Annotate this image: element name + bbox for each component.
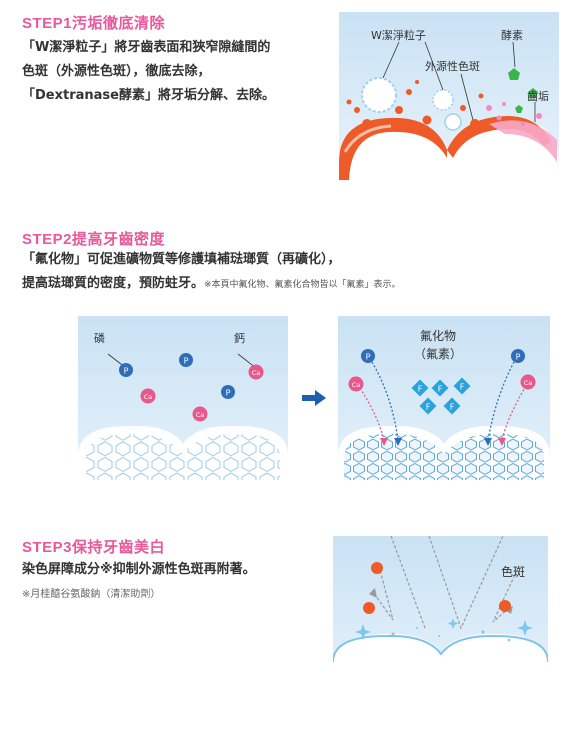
step2-line-1: 「氟化物」可促進礦物質等修護填補琺瑯質（再礦化）， (22, 252, 341, 267)
f-symbol-3: F (460, 383, 465, 392)
step1-illustration: W潔淨粒子 酵素 外源性色斑 齒垢 (339, 12, 559, 180)
p-symbol-5: P (516, 353, 521, 362)
ca-symbol-4: Ca (352, 381, 361, 389)
f-symbol-1: F (418, 385, 423, 394)
step1-description: 「W潔淨粒子」將牙齒表面和狹窄隙縫間的 色斑（外源性色斑），徹底去除， 「Dex… (22, 36, 275, 108)
step1-line-1: 「W潔淨粒子」將牙齒表面和狹窄隙縫間的 (22, 40, 271, 55)
step1-line-3: 「Dextranase酵素」將牙垢分解、去除。 (22, 88, 275, 103)
step2-title: STEP2提高牙齒密度 (22, 231, 166, 248)
step2-line-2: 提高琺瑯質的密度，預防蛀牙。※本頁中氟化物、氟素化合物皆以「氟素」表示。 (22, 272, 401, 297)
calcium-label: 鈣 (234, 331, 245, 345)
ion-icon-group: P P Ca Ca (348, 349, 536, 392)
enzyme-label: 酵素 (501, 29, 523, 42)
phosphorus-ion-icon: P P P (119, 353, 235, 399)
cleaning-particle-icon (361, 77, 462, 131)
step2-line-2-main: 提高琺瑯質的密度，預防蛀牙。 (22, 276, 205, 291)
sparkle-icon (355, 618, 533, 642)
fluoride-label: 氟化物 (420, 329, 456, 343)
ca-symbol-2: Ca (144, 393, 153, 401)
stain-label: 外源性色斑 (425, 59, 480, 73)
p-symbol-4: P (366, 353, 371, 362)
enzyme-icon (508, 68, 538, 113)
step1-line-2: 色斑（外源性色斑），徹底去除， (22, 64, 211, 79)
step2-description: 「氟化物」可促進礦物質等修護填補琺瑯質（再礦化）， 提高琺瑯質的密度，預防蛀牙。… (22, 248, 401, 297)
stain-label-step3: 色斑 (501, 565, 525, 579)
ca-symbol-5: Ca (524, 379, 533, 387)
step2-left-illustration: 磷 鈣 P P P Ca Ca Ca (78, 316, 288, 480)
stain-particle-icon (363, 562, 511, 614)
step3-title: STEP3保持牙齒美白 (22, 539, 166, 556)
step2-fluoride-note: ※本頁中氟化物、氟素化合物皆以「氟素」表示。 (204, 280, 401, 290)
step3-illustration: 色斑 (333, 536, 548, 700)
step2-right-illustration: 氟化物 （氟素） P P Ca Ca F F F F F (338, 316, 550, 480)
step1-title: STEP1汚垢徹底清除 (22, 15, 166, 32)
f-symbol-2: F (438, 385, 443, 394)
phosphorus-label: 磷 (94, 332, 105, 345)
ca-symbol-3: Ca (196, 411, 205, 419)
particle-label: W潔淨粒子 (371, 28, 426, 42)
calcium-ion-icon: Ca Ca Ca (140, 364, 264, 422)
f-symbol-5: F (450, 403, 455, 412)
ca-symbol-1: Ca (252, 369, 261, 377)
step3-description: 染色屏障成分※抑制外源性色斑再附著。 (22, 558, 256, 582)
fluoride-sub-label: （氟素） (414, 347, 462, 361)
p-symbol-1: P (124, 367, 129, 376)
step3-line-1: 染色屏障成分※抑制外源性色斑再附著。 (22, 562, 256, 577)
step3-note: ※月桂醯谷氨酸鈉（清潔助劑） (22, 589, 161, 600)
f-symbol-4: F (426, 403, 431, 412)
plaque-label: 齒垢 (527, 90, 549, 103)
step2-arrow-icon (302, 390, 326, 406)
p-symbol-2: P (184, 357, 189, 366)
p-symbol-3: P (226, 389, 231, 398)
